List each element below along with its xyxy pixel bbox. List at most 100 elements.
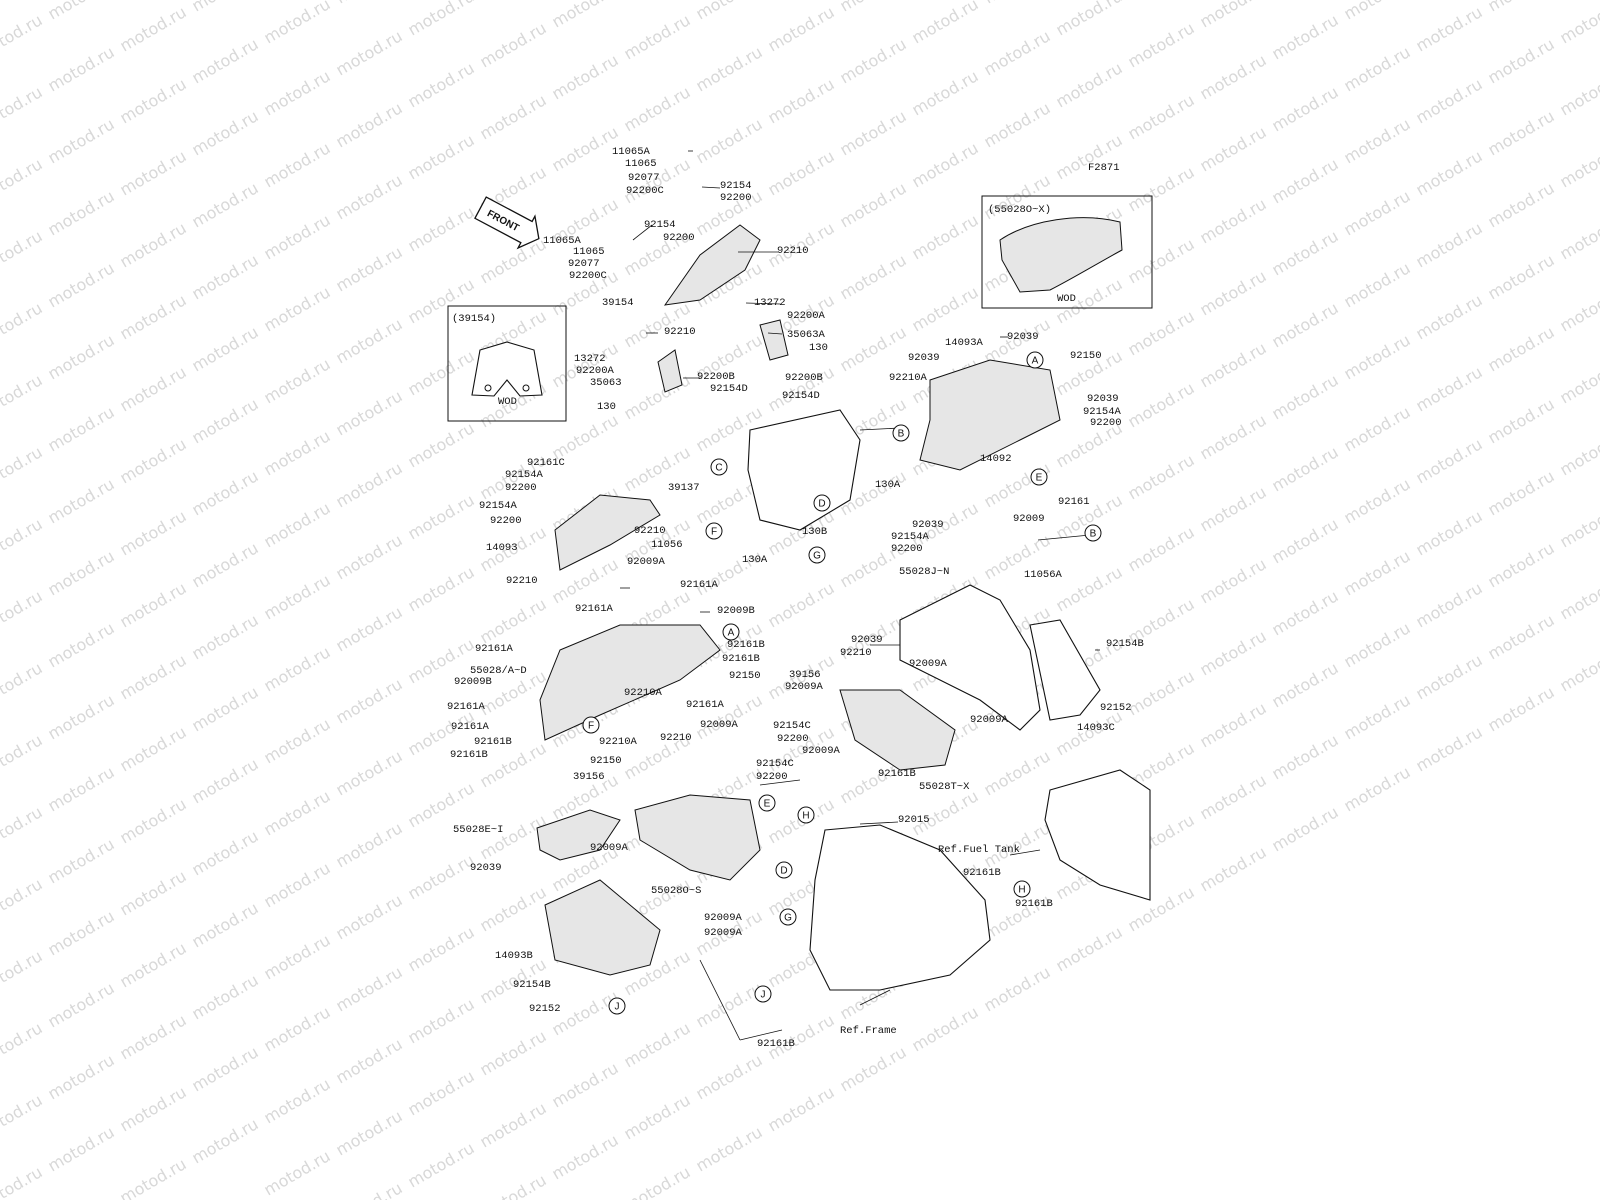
part-number-label: 14093B <box>495 950 533 962</box>
part-number-label: 92150 <box>1070 350 1102 362</box>
watermark-text: motod.ru <box>0 514 46 567</box>
watermark-text: motod.ru <box>1413 290 1486 343</box>
watermark-text: motod.ru <box>1197 194 1270 247</box>
watermark-text: motod.ru <box>405 58 478 111</box>
part-number-label: 92154A <box>479 500 518 512</box>
watermark-text: motod.ru <box>1197 554 1270 607</box>
part-number-label: 14093C <box>1077 722 1115 734</box>
part-number-label: 92200 <box>663 232 695 244</box>
watermark-text: motod.ru <box>117 650 190 703</box>
callout-circle <box>582 716 600 734</box>
part-number-label: 11065 <box>625 158 657 170</box>
part-number-label: 92154B <box>513 979 551 991</box>
watermark-text: motod.ru <box>549 0 622 31</box>
part-number-label: 92210 <box>634 525 666 537</box>
watermark-text: motod.ru <box>405 922 478 975</box>
watermark-text: motod.ru <box>1485 106 1558 159</box>
watermark-text: motod.ru <box>693 0 766 23</box>
watermark-text: motod.ru <box>45 330 118 383</box>
watermark-text: motod.ru <box>765 1010 838 1063</box>
watermark-text: motod.ru <box>837 178 910 231</box>
watermark-text: motod.ru <box>189 538 262 591</box>
watermark-text: motod.ru <box>1341 258 1414 311</box>
upper-cowl-14093 <box>554 494 661 571</box>
watermark-text: motod.ru <box>45 978 118 1031</box>
part-number-label: 92152 <box>529 1003 561 1015</box>
watermark-text: motod.ru <box>621 1090 694 1143</box>
callout-letter: E <box>1036 473 1043 484</box>
callout-circle <box>775 861 793 879</box>
watermark-text: motod.ru <box>909 66 982 119</box>
part-number-label: 39156 <box>789 669 821 681</box>
callout-marker: G <box>808 546 826 564</box>
watermark-text: motod.ru <box>189 394 262 447</box>
watermark-text: motod.ru <box>333 1178 406 1200</box>
watermark-text: motod.ru <box>189 466 262 519</box>
watermark-text: motod.ru <box>189 1114 262 1167</box>
watermark-text: motod.ru <box>765 2 838 55</box>
watermark-text: motod.ru <box>333 962 406 1015</box>
part-number-label: 92154D <box>782 390 820 402</box>
watermark-text: motod.ru <box>1341 762 1414 815</box>
watermark-text: motod.ru <box>0 226 46 279</box>
part-number-label: 92200A <box>787 310 826 322</box>
watermark-text: motod.ru <box>117 1010 190 1063</box>
part-number-label: 14093A <box>945 337 984 349</box>
watermark-text: motod.ru <box>1557 642 1600 695</box>
ref-fuel-tank-label: Ref.Fuel Tank <box>938 844 1020 856</box>
part-number-label: 92154 <box>644 219 676 231</box>
watermark-text: motod.ru <box>189 1042 262 1095</box>
callout-circle <box>722 623 740 641</box>
watermark-text: motod.ru <box>1197 338 1270 391</box>
inset-39154: (39154) WOD <box>447 305 567 422</box>
callout-marker: B <box>1084 524 1102 542</box>
watermark-text: motod.ru <box>477 594 550 647</box>
parts-layer <box>536 224 1151 991</box>
watermark-text: motod.ru <box>1269 802 1342 855</box>
callout-circle <box>797 806 815 824</box>
watermark-text: motod.ru <box>1413 722 1486 775</box>
part-number-label: 92161A <box>575 603 614 615</box>
callout-letter: D <box>818 499 825 510</box>
watermark-text: motod.ru <box>1341 690 1414 743</box>
watermark-text: motod.ru <box>405 0 478 39</box>
part-number-label: 92200 <box>1090 417 1122 429</box>
watermark-text: motod.ru <box>1053 0 1126 39</box>
inset-55028-title: (55028O~X) <box>988 204 1051 216</box>
watermark-text: motod.ru <box>1053 58 1126 111</box>
inset-39154-footer: WOD <box>498 396 517 408</box>
watermark-text: motod.ru <box>1053 562 1126 615</box>
watermark-text: motod.ru <box>1197 698 1270 751</box>
watermark-text: motod.ru <box>261 210 334 263</box>
inset-39154-frame <box>447 305 567 422</box>
part-number-label: 92161B <box>722 653 760 665</box>
watermark-text: motod.ru <box>1269 658 1342 711</box>
part-number-label: 92154 <box>720 180 752 192</box>
watermark-text: motod.ru <box>837 34 910 87</box>
watermark-text: motod.ru <box>117 74 190 127</box>
part-number-label: 92210A <box>599 736 638 748</box>
part-number-label: 92210 <box>664 326 696 338</box>
part-number-label: 130 <box>809 342 828 354</box>
part-number-label: 14092 <box>980 453 1012 465</box>
part-number-label: 92161A <box>475 643 514 655</box>
watermark-text: motod.ru <box>1341 474 1414 527</box>
frame-ref <box>809 824 991 991</box>
watermark-text: motod.ru <box>405 562 478 615</box>
inset-55028-footer: WOD <box>1057 293 1076 305</box>
watermark-text: motod.ru <box>261 1146 334 1199</box>
watermark-text: motod.ru <box>117 938 190 991</box>
part-number-label: 11056 <box>651 539 683 551</box>
callout-letter: H <box>1018 885 1025 896</box>
watermark-text: motod.ru <box>1485 538 1558 591</box>
fuel-tank-ref <box>1044 769 1151 901</box>
watermark-text: motod.ru <box>333 98 406 151</box>
watermark-text: motod.ru <box>981 26 1054 79</box>
watermark-text: motod.ru <box>621 1018 694 1071</box>
watermark-text: motod.ru <box>1557 210 1600 263</box>
part-number-label: 92210 <box>506 575 538 587</box>
part-number-label: 92161C <box>527 457 565 469</box>
inner-cover-14093b <box>544 879 661 976</box>
